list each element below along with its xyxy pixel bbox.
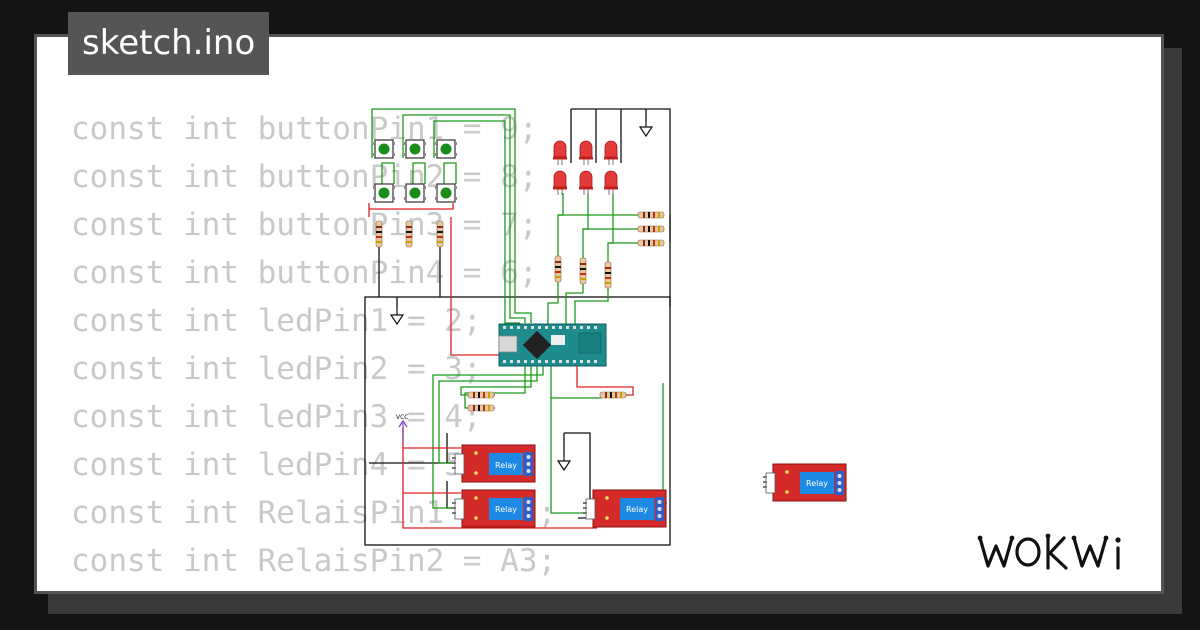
code-line: const int buttonPin1 = 9;: [71, 111, 538, 147]
vcc-symbol: VCC: [396, 414, 408, 443]
sketch-filename-label: sketch.ino: [68, 12, 270, 75]
wokwi-logo: [977, 533, 1121, 570]
led: [603, 170, 619, 196]
resistor: [554, 255, 562, 283]
code-line: const int ledPin1 = 2;: [71, 303, 482, 339]
resistor: [375, 220, 383, 248]
resistor: [467, 391, 495, 399]
relay-label: Relay: [495, 505, 517, 514]
push-button[interactable]: [372, 139, 396, 159]
led: [552, 170, 568, 196]
code-line: const int RelaisPin2 = A3;: [71, 543, 557, 579]
resistor: [467, 404, 495, 412]
led: [603, 140, 619, 166]
code-line: const int buttonPin4 = 6;: [71, 255, 538, 291]
resistor: [405, 220, 413, 248]
preview-card: const int buttonPin1 = 9; const int butto…: [34, 34, 1164, 594]
led: [578, 170, 594, 196]
push-button[interactable]: [403, 183, 427, 203]
vcc-label: VCC: [396, 414, 408, 421]
relay-module: Relay: [451, 444, 536, 483]
led: [552, 140, 568, 166]
code-line: const int buttonPin3 = 7;: [71, 207, 538, 243]
ground-symbol: [390, 308, 404, 325]
relay-module: Relay: [451, 489, 536, 528]
resistor: [436, 220, 444, 248]
led: [578, 140, 594, 166]
relay-module: Relay: [762, 463, 847, 502]
relay-label: Relay: [626, 505, 648, 514]
code-line: const int ledPin2 = 3;: [71, 351, 482, 387]
push-button[interactable]: [434, 183, 458, 203]
resistor: [579, 257, 587, 285]
resistor: [604, 261, 612, 289]
push-button[interactable]: [372, 183, 396, 203]
push-button[interactable]: [403, 139, 427, 159]
relay-label: Relay: [806, 479, 828, 488]
ground-symbol: [639, 120, 653, 137]
black-wires: [364, 108, 671, 546]
code-line: const int ledPin4 = 5;: [71, 447, 482, 483]
circuit-diagram: VCC: [364, 108, 847, 546]
push-button[interactable]: [434, 139, 458, 159]
resistor: [637, 211, 665, 219]
resistor: [637, 225, 665, 233]
ground-symbol: [557, 454, 571, 471]
resistor: [637, 239, 665, 247]
relay-label: Relay: [495, 461, 517, 470]
code-line: const int ledPin3 = 4;: [71, 399, 482, 435]
resistor: [599, 391, 627, 399]
arduino-nano-board: [498, 323, 607, 367]
relay-module: Relay: [582, 489, 667, 528]
